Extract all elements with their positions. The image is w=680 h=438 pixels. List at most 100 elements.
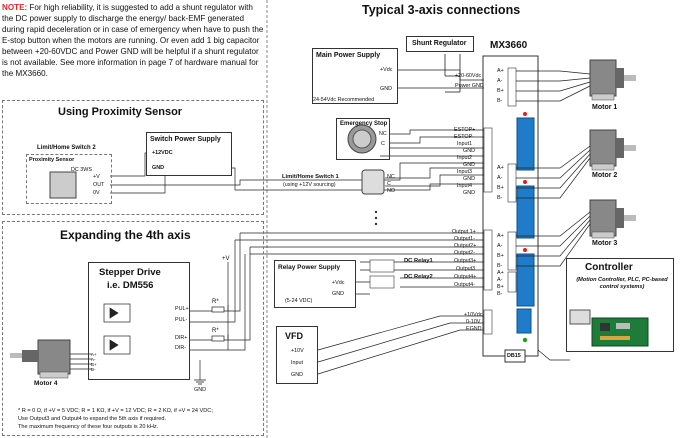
estop-c: C	[381, 141, 385, 147]
io-pin-1: ESTOP-	[454, 134, 474, 140]
m2-pin-b-minus: B-	[497, 195, 503, 201]
m2-pin-b-plus: B+	[497, 185, 504, 191]
proximity-pin-0v: 0V	[93, 190, 100, 196]
out-pin-1: Output1-	[454, 236, 475, 242]
motor-4-label: Motor 4	[34, 380, 58, 387]
limit-switch-1-title: Limit/Home Switch 1	[282, 174, 339, 180]
out-pin-0: Output 1+	[452, 229, 476, 235]
main-power-recommended: 24-54Vdc Recommended	[313, 97, 375, 103]
optocouplers	[103, 303, 131, 355]
stepper-mpin-b-plus: B+	[91, 362, 97, 367]
switch-power-title: Switch Power Supply	[150, 136, 221, 143]
proximity-sensor-box: Proximity Sensor DC 3WS +V OUT 0V	[26, 154, 112, 204]
relay-2-label: DC Relay2	[404, 274, 433, 280]
proximity-sensor-title: Proximity Sensor	[29, 157, 75, 163]
vfd-box: VFD +10V Input GND	[276, 326, 318, 384]
stepper-gnd-label: GND	[194, 387, 206, 393]
io-pin-2: Input1	[457, 141, 472, 147]
note-text: For high reliability, it is suggested to…	[2, 3, 264, 78]
led-red-3	[523, 248, 527, 252]
relay-2-symbol	[369, 275, 395, 289]
motor-3-label: Motor 3	[592, 240, 618, 247]
motor-1-graphic	[589, 59, 636, 101]
resistor-1-label: R*	[212, 299, 219, 305]
resistor-2	[211, 335, 225, 342]
estop-title: Emergency Stop	[340, 121, 388, 127]
footnote-line-2: Use Output3 and Output4 to expand the 5t…	[18, 416, 167, 422]
motor-1-label: Motor 1	[592, 104, 618, 111]
m3-pin-a-minus: A-	[497, 243, 503, 249]
motor-2-graphic	[589, 129, 636, 171]
main-power-title: Main Power Supply	[316, 52, 381, 59]
relay-power-title: Relay Power Supply	[278, 264, 341, 271]
m2-pin-a-plus: A+	[497, 165, 504, 171]
power-wires	[398, 54, 484, 93]
out-pin-6: Output4+	[454, 274, 477, 280]
io-pin-3: GND	[463, 148, 475, 154]
db15-label: DB15	[507, 353, 521, 359]
motor-4-graphic	[10, 339, 71, 379]
out-pin-2: Output2+	[454, 243, 477, 249]
relay-power-vdc: +Vdc	[332, 280, 345, 286]
controller-box: Controller (Motion Controller, PLC, PC-b…	[566, 258, 674, 352]
relay-1-label: DC Relay1	[404, 258, 433, 264]
stepper-mpin-a-plus: A+	[91, 352, 97, 357]
estop-box: Emergency Stop NC C	[336, 118, 390, 160]
io-pin-7: GND	[463, 176, 475, 182]
controller-title: Controller	[585, 262, 633, 273]
out-pin-7: Output4-	[454, 282, 475, 288]
vfd-pin-gnd: GND	[291, 372, 303, 378]
proximity-sensor-graphic	[49, 171, 77, 199]
limit-switch-1-sub: (using +12V sourcing)	[283, 182, 336, 188]
stepper-drive-box: Stepper Drive i.e. DM556 PUL+ PUL- DIR+ …	[88, 262, 190, 380]
vfd-pin-10v: +10V	[291, 348, 304, 354]
io-pin-5: GND	[463, 162, 475, 168]
title-typical-connections: Typical 3-axis connections	[362, 3, 521, 17]
controller-subtitle: (Motion Controller, PLC, PC-based contro…	[576, 277, 668, 290]
m2-pin-a-minus: A-	[497, 175, 503, 181]
out-pin-5: Output3	[456, 266, 476, 272]
m1-pin-a-minus: A-	[497, 78, 503, 84]
db15-connector	[504, 349, 526, 363]
power-pin-0: +20-60Vdc	[455, 73, 482, 79]
stepper-mpin-b-minus: B-	[91, 367, 96, 372]
stepper-mpin-a-minus: A-	[91, 357, 96, 362]
power-pin-1: Power GND	[455, 83, 484, 89]
estop-nc: NC	[379, 131, 387, 137]
main-power-vdc: +Vdc	[380, 67, 393, 73]
controller-wire	[537, 349, 570, 361]
resistor-1	[211, 306, 225, 313]
limit1-no: NO	[387, 188, 396, 194]
footnote-line-1: * R = 0 Ω, if +V = 5 VDC; R = 1 KΩ, if +…	[18, 408, 213, 414]
shunt-title: Shunt Regulator	[412, 40, 467, 47]
note-prefix: NOTE:	[2, 3, 28, 12]
proximity-dc3: DC 3WS	[71, 167, 92, 173]
motor-wires	[70, 70, 591, 370]
vplus-label: +V	[222, 256, 230, 262]
relay-power-box: Relay Power Supply +Vdc GND (5-24 VDC)	[274, 260, 356, 308]
stepper-pin-pul-minus: PUL-	[175, 317, 188, 323]
io-wires	[380, 129, 484, 187]
drive-dip-block-4	[516, 308, 532, 334]
relay-power-range: (5-24 VDC)	[285, 298, 313, 304]
title-fourth-axis: Expanding the 4th axis	[60, 228, 191, 242]
m3-pin-b-plus: B+	[497, 253, 504, 259]
stepper-model: i.e. DM556	[107, 280, 154, 291]
led-green	[522, 337, 528, 343]
mx3660-title: MX3660	[490, 40, 528, 51]
motor-2-label: Motor 2	[592, 172, 618, 179]
fourth-axis-section	[2, 221, 264, 436]
limit-switch-2-title: Limit/Home Switch 2	[37, 145, 96, 151]
analog-pin-0: +10Vdc	[464, 312, 483, 318]
analog-pin-1: 0-10V	[466, 319, 481, 325]
drive-dip-block-3	[516, 253, 535, 307]
main-power-gnd: GND	[380, 86, 392, 92]
continuation-dots	[374, 210, 378, 226]
m1-pin-b-minus: B-	[497, 98, 503, 104]
controller-board	[569, 309, 649, 347]
relay-1-symbol	[369, 259, 395, 273]
m1-pin-b-plus: B+	[497, 88, 504, 94]
out-pin-4: Output3+	[454, 258, 477, 264]
switch-power-gnd: GND	[152, 165, 164, 171]
